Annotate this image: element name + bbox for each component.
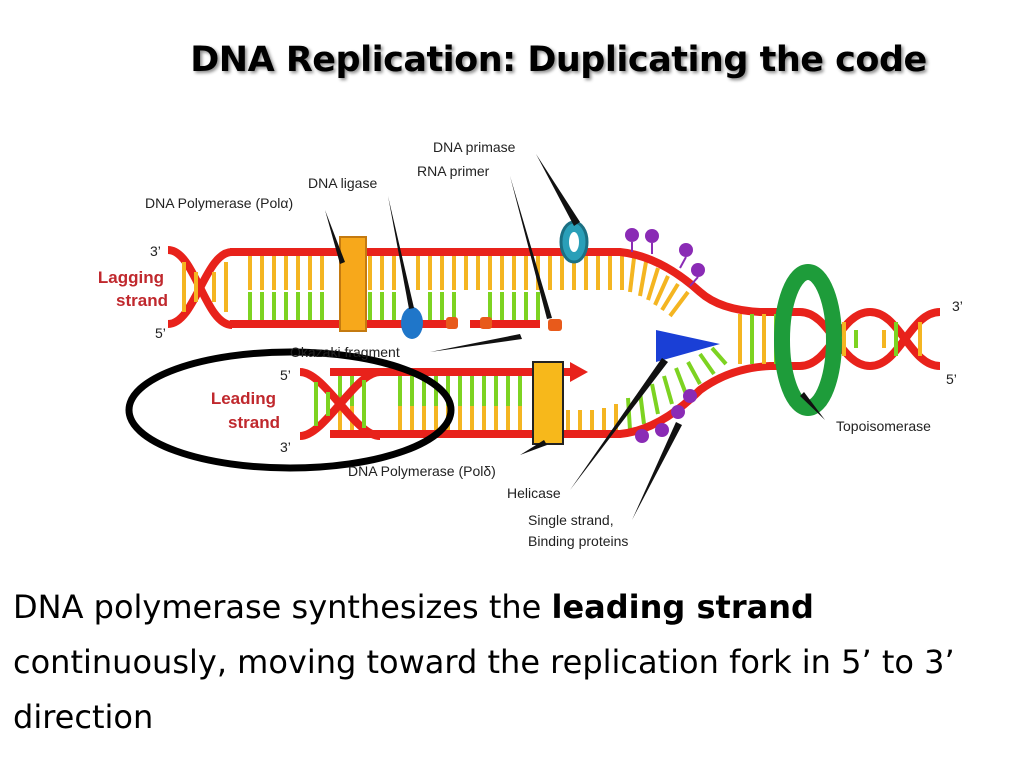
label-ssb-line1: Single strand, — [528, 512, 614, 528]
label-rna-primer: RNA primer — [417, 163, 490, 179]
topoisomerase-shape — [774, 264, 842, 416]
leading-template-backbone — [330, 362, 800, 438]
slide-title: DNA Replication: Duplicating the code — [190, 40, 927, 80]
caption-part2: continuously, moving toward the replicat… — [13, 643, 955, 736]
label-ssb-line2: Binding proteins — [528, 533, 628, 549]
dna-ligase-shape — [401, 307, 423, 339]
label-dna-ligase: DNA ligase — [308, 175, 377, 191]
okazaki-primers — [446, 317, 562, 331]
parental-helix-bases — [842, 322, 922, 356]
label-leading-3prime: 3’ — [280, 439, 291, 455]
caption-bold: leading strand — [551, 588, 814, 626]
label-leading-line1: Leading — [211, 389, 276, 408]
label-lagging-5prime: 5’ — [155, 325, 166, 341]
label-dna-primase: DNA primase — [433, 139, 516, 155]
label-helicase: Helicase — [507, 485, 561, 501]
parental-helix-b — [799, 307, 941, 370]
leading-helix-bases — [314, 380, 366, 428]
leading-helix-left-2 — [299, 368, 381, 440]
leading-new-bases — [338, 372, 522, 406]
label-leading-5prime: 5’ — [280, 367, 291, 383]
lagging-template-bases — [248, 252, 690, 318]
parental-helix-a — [799, 308, 941, 371]
label-pol-alpha: DNA Polymerase (Polα) — [145, 195, 293, 211]
leading-strand-highlight-ring — [125, 348, 455, 472]
ssb-stalks — [631, 242, 699, 287]
label-lagging-3prime: 3’ — [150, 243, 161, 259]
leading-direction-arrow — [570, 362, 588, 382]
label-right-3prime: 3’ — [952, 298, 963, 314]
caption-text: DNA polymerase synthesizes the leading s… — [13, 580, 1013, 745]
label-right-5prime: 5’ — [946, 371, 957, 387]
label-lagging-line2: strand — [116, 291, 168, 310]
lagging-strand-bases — [248, 252, 690, 322]
dna-polymerase-alpha — [339, 236, 367, 332]
leading-template-bases — [338, 404, 618, 432]
label-lagging-line1: Lagging — [98, 268, 164, 287]
dna-replication-diagram: DNA primase RNA primer DNA ligase DNA Po… — [98, 139, 963, 549]
dna-polymerase-delta — [532, 361, 564, 445]
ssb-proteins — [625, 228, 705, 443]
helicase-shape — [656, 330, 720, 362]
caption-part1: DNA polymerase synthesizes the — [13, 588, 552, 626]
label-topoisomerase: Topoisomerase — [836, 418, 931, 434]
dna-primase-hole — [569, 232, 579, 252]
label-okazaki-fragment: Okazaki fragment — [290, 344, 400, 360]
label-leading-line2: strand — [228, 413, 280, 432]
label-pol-delta: DNA Polymerase (Polδ) — [348, 463, 496, 479]
pointer-lines — [325, 154, 825, 520]
lagging-top-backbone — [230, 248, 800, 316]
lagging-new-bases — [248, 292, 540, 322]
lagging-helix-left-bases — [182, 262, 228, 312]
lagging-helix-left-2 — [167, 248, 233, 328]
